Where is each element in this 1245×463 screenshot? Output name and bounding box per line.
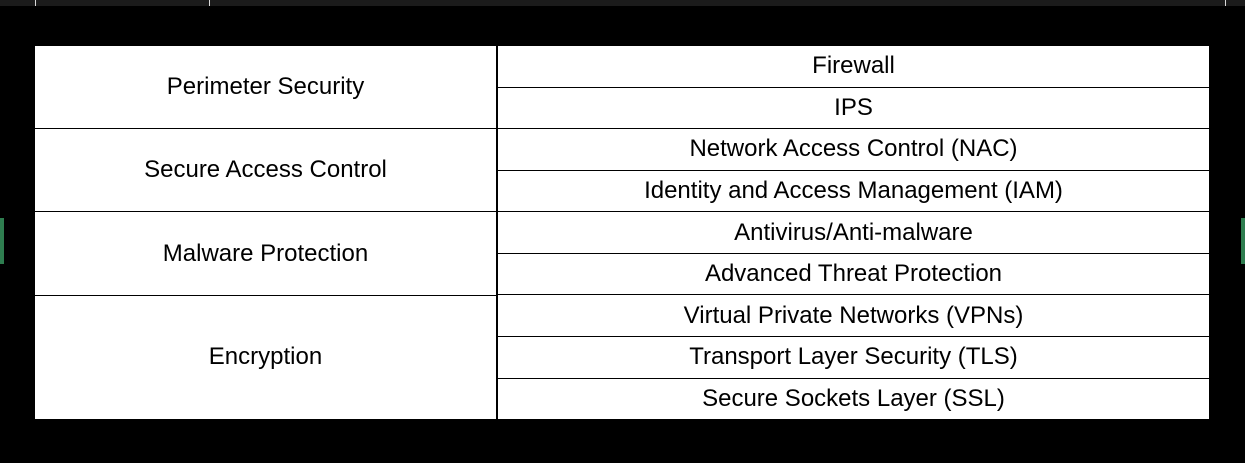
top-strip-rule-2	[209, 0, 210, 6]
top-strip-rule-3	[1225, 0, 1226, 6]
top-strip-rule-1	[35, 0, 36, 6]
technique-cell: Network Access Control (NAC)	[498, 129, 1209, 171]
technique-cell: Antivirus/Anti-malware	[498, 212, 1209, 254]
technique-cell: Firewall	[498, 46, 1209, 88]
category-cell: Encryption	[208, 343, 323, 371]
category-cell: Malware Protection	[35, 212, 496, 296]
right-edge-marker	[1241, 218, 1245, 264]
left-edge-marker	[0, 218, 4, 264]
technique-cell: Transport Layer Security (TLS)	[498, 337, 1209, 379]
technique-cell: Virtual Private Networks (VPNs)	[498, 295, 1209, 337]
technique-cell: Identity and Access Management (IAM)	[498, 171, 1209, 213]
top-strip	[0, 0, 1245, 6]
technique-cell: Advanced Threat Protection	[498, 254, 1209, 296]
category-cell: Perimeter Security	[35, 46, 496, 130]
category-cell: Secure Access Control	[35, 129, 496, 213]
technique-cell: IPS	[498, 88, 1209, 130]
technique-cell: Secure Sockets Layer (SSL)	[702, 384, 1005, 412]
